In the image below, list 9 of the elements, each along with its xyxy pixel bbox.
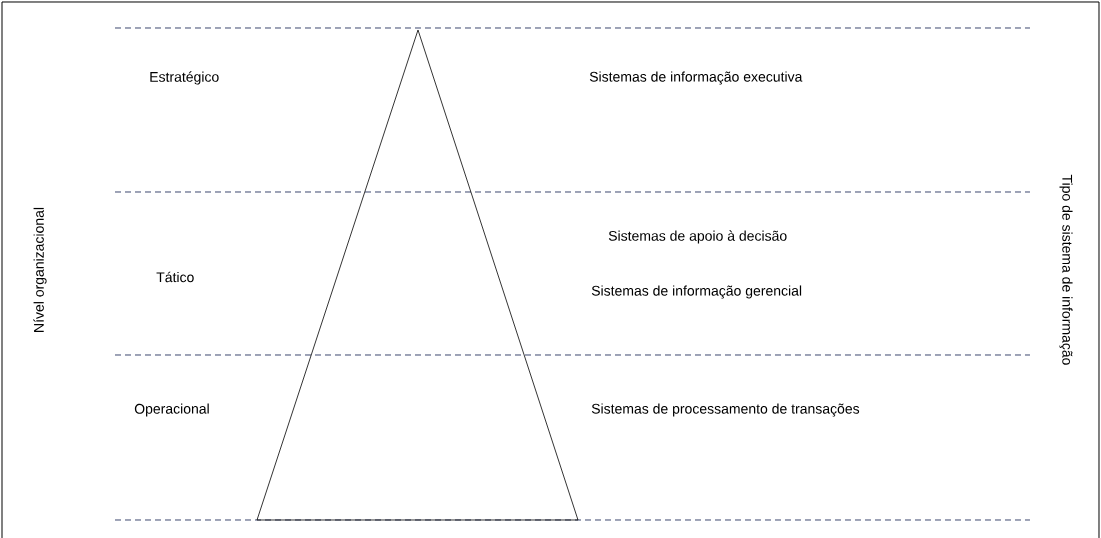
system-label: Sistemas de informação gerencial [591, 285, 802, 299]
system-label: Sistemas de processamento de transações [591, 403, 860, 417]
level-label: Operacional [134, 403, 209, 417]
level-label: Tático [156, 271, 194, 283]
pyramid-triangle [256, 29, 579, 521]
axis-title: Tipo de sistema de informação [1059, 174, 1073, 365]
level-label: Estratégico [150, 71, 219, 85]
system-label: Sistemas de apoio à decisão [608, 230, 787, 244]
axis-title: Nível organizacional [33, 207, 47, 332]
